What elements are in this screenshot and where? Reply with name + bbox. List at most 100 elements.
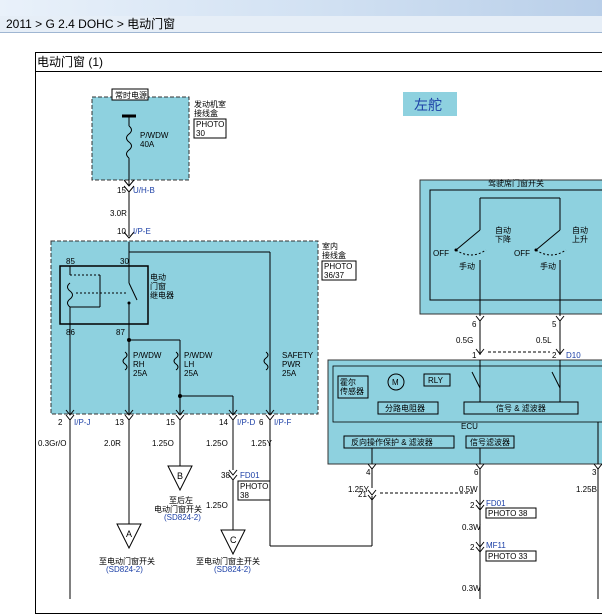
svg-text:6: 6 bbox=[259, 418, 264, 427]
svg-text:21: 21 bbox=[358, 490, 367, 499]
svg-text:LH: LH bbox=[184, 360, 194, 369]
power-window-relay bbox=[59, 265, 149, 325]
top-banner bbox=[0, 0, 602, 16]
constant-power-label: 常时电源 bbox=[115, 90, 147, 100]
svg-text:87: 87 bbox=[116, 328, 125, 337]
title-divider bbox=[35, 71, 602, 72]
svg-text:0.3Gr/O: 0.3Gr/O bbox=[38, 439, 66, 448]
svg-text:0.5W: 0.5W bbox=[459, 485, 478, 494]
svg-text:1.25Y: 1.25Y bbox=[251, 439, 273, 448]
diagram-title: 电动门窗 (1) bbox=[37, 55, 104, 69]
svg-text:P/WDW: P/WDW bbox=[184, 351, 213, 360]
svg-text:驾驶席门窗开关: 驾驶席门窗开关 bbox=[488, 178, 544, 188]
engine-box-photo-1: PHOTO bbox=[196, 120, 224, 129]
svg-text:FD01: FD01 bbox=[240, 471, 260, 480]
svg-text:(SD824-2): (SD824-2) bbox=[106, 565, 143, 574]
uhb-connector: U/H-B bbox=[133, 186, 155, 195]
wire-3-0r: 3.0R bbox=[110, 209, 127, 218]
interior-junction-box bbox=[50, 240, 319, 415]
svg-text:自动: 自动 bbox=[572, 225, 588, 235]
engine-junction-box bbox=[91, 96, 190, 181]
svg-text:信号 & 滤波器: 信号 & 滤波器 bbox=[496, 403, 546, 413]
svg-text:下降: 下降 bbox=[495, 234, 511, 244]
svg-text:15: 15 bbox=[166, 418, 175, 427]
svg-text:1.25O: 1.25O bbox=[206, 501, 228, 510]
svg-text:I/P-J: I/P-J bbox=[74, 418, 90, 427]
ipe-pin: 10 bbox=[117, 227, 126, 236]
svg-text:PHOTO 38: PHOTO 38 bbox=[488, 509, 528, 518]
svg-text:I/P-D: I/P-D bbox=[237, 418, 255, 427]
svg-text:至后左: 至后左 bbox=[169, 495, 193, 505]
svg-text:2: 2 bbox=[470, 543, 475, 552]
fuse-40a-name: P/WDW bbox=[140, 131, 169, 140]
engine-box-label-2: 接线盒 bbox=[194, 108, 218, 118]
svg-text:25A: 25A bbox=[282, 369, 297, 378]
svg-text:手动: 手动 bbox=[459, 261, 475, 271]
ipe-connector: I/P-E bbox=[133, 227, 151, 236]
fuse-40a-symbol bbox=[126, 125, 132, 159]
svg-text:0.3W: 0.3W bbox=[462, 584, 481, 593]
svg-text:85: 85 bbox=[66, 257, 75, 266]
svg-text:2.0R: 2.0R bbox=[104, 439, 121, 448]
svg-text:25A: 25A bbox=[133, 369, 148, 378]
driver-window-switch bbox=[419, 179, 602, 315]
svg-text:1.25Y: 1.25Y bbox=[348, 485, 370, 494]
fuse-40a-rating: 40A bbox=[140, 140, 155, 149]
svg-text:1: 1 bbox=[472, 351, 477, 360]
interior-box-photo-2: 36/37 bbox=[324, 271, 345, 280]
svg-text:RH: RH bbox=[133, 360, 145, 369]
svg-text:14: 14 bbox=[219, 418, 228, 427]
svg-text:PHOTO: PHOTO bbox=[240, 482, 268, 491]
ref-c-triangle bbox=[220, 529, 246, 556]
svg-text:(SD824-2): (SD824-2) bbox=[214, 565, 251, 574]
svg-text:2: 2 bbox=[552, 351, 557, 360]
svg-text:0.5L: 0.5L bbox=[536, 336, 552, 345]
svg-text:OFF: OFF bbox=[433, 249, 449, 258]
svg-text:1.25O: 1.25O bbox=[152, 439, 174, 448]
svg-text:13: 13 bbox=[115, 418, 124, 427]
svg-text:86: 86 bbox=[66, 328, 75, 337]
svg-text:电动门窗开关: 电动门窗开关 bbox=[154, 504, 202, 514]
svg-text:手动: 手动 bbox=[540, 261, 556, 271]
svg-text:25A: 25A bbox=[184, 369, 199, 378]
svg-text:B: B bbox=[177, 471, 183, 481]
svg-text:PWR: PWR bbox=[282, 360, 301, 369]
svg-text:D10: D10 bbox=[566, 351, 581, 360]
lhd-label-box bbox=[403, 92, 457, 116]
svg-text:FD01: FD01 bbox=[486, 499, 506, 508]
svg-text:至电动门窗主开关: 至电动门窗主开关 bbox=[196, 556, 260, 566]
svg-text:I/P-F: I/P-F bbox=[274, 418, 291, 427]
svg-text:信号滤波器: 信号滤波器 bbox=[470, 437, 510, 447]
breadcrumb: 2011 > G 2.4 DOHC > 电动门窗 bbox=[0, 16, 602, 33]
svg-text:5: 5 bbox=[552, 320, 557, 329]
svg-text:RLY: RLY bbox=[428, 376, 444, 385]
svg-text:0.3W: 0.3W bbox=[462, 523, 481, 532]
engine-box-label-1: 发动机室 bbox=[194, 99, 226, 109]
svg-text:1.25B: 1.25B bbox=[576, 485, 597, 494]
uhb-pin: 15 bbox=[117, 186, 126, 195]
svg-text:MF11: MF11 bbox=[486, 541, 506, 550]
svg-text:6: 6 bbox=[474, 468, 479, 477]
svg-text:P/WDW: P/WDW bbox=[133, 351, 162, 360]
svg-text:A: A bbox=[126, 529, 132, 539]
relay-label-2: 门窗 bbox=[150, 281, 166, 291]
svg-text:2: 2 bbox=[58, 418, 63, 427]
ref-b-triangle bbox=[167, 465, 193, 492]
interior-box-label-1: 室内 bbox=[322, 241, 338, 251]
wiring-diagram: 常时电源 P/WDW 40A 发动机室 接线盒 PHOTO 30 15 U/H-… bbox=[38, 88, 602, 599]
svg-text:6: 6 bbox=[472, 320, 477, 329]
svg-text:传感器: 传感器 bbox=[340, 386, 364, 396]
svg-text:上升: 上升 bbox=[572, 235, 588, 244]
svg-text:3: 3 bbox=[592, 468, 597, 477]
svg-text:(SD824-2): (SD824-2) bbox=[164, 513, 201, 522]
svg-text:M: M bbox=[392, 378, 399, 387]
svg-text:自动: 自动 bbox=[495, 225, 511, 235]
svg-text:PHOTO 33: PHOTO 33 bbox=[488, 552, 528, 561]
window-ecu bbox=[327, 359, 602, 465]
relay-label-3: 继电器 bbox=[150, 290, 174, 300]
svg-text:霍尔: 霍尔 bbox=[340, 377, 356, 387]
svg-text:C: C bbox=[230, 535, 237, 545]
engine-box-photo-2: 30 bbox=[196, 129, 205, 138]
relay-label-1: 电动 bbox=[150, 272, 166, 282]
relay-coil bbox=[67, 282, 73, 308]
